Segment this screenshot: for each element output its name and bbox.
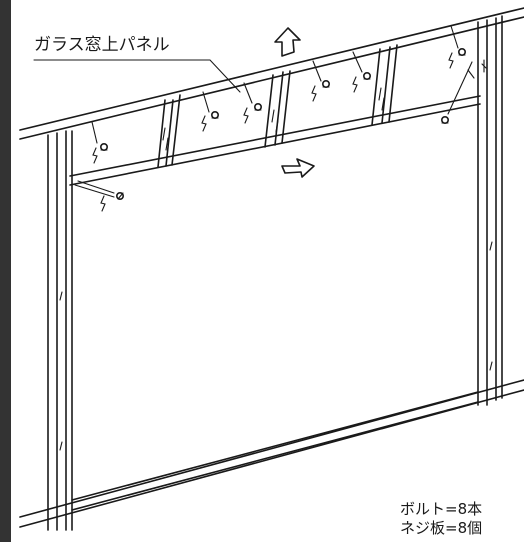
bolt-icon — [243, 82, 263, 124]
bolt-icon — [201, 91, 220, 132]
spec-screw-plates: ネジ板=8個 — [400, 519, 483, 537]
bolt-icon — [448, 25, 466, 69]
bolt-icon — [74, 180, 125, 212]
bolt-icon — [440, 61, 475, 125]
spec-list: ボルト=8本 ネジ板=8個 — [400, 500, 482, 538]
arrow-down-right-icon — [281, 158, 315, 178]
left-border — [0, 0, 11, 542]
upper-panel — [19, 7, 524, 186]
lightning-mark-icon — [481, 59, 487, 73]
wall-frame — [19, 15, 524, 531]
panel-label: ガラス窓上パネル — [34, 35, 170, 55]
label-leader-line — [33, 59, 241, 93]
spec-bolts: ボルト=8本 — [400, 500, 483, 518]
arrow-up-icon — [274, 27, 301, 57]
bolt-icon — [91, 121, 109, 164]
bolt-icon — [311, 60, 330, 102]
bolt-icon — [352, 51, 371, 93]
